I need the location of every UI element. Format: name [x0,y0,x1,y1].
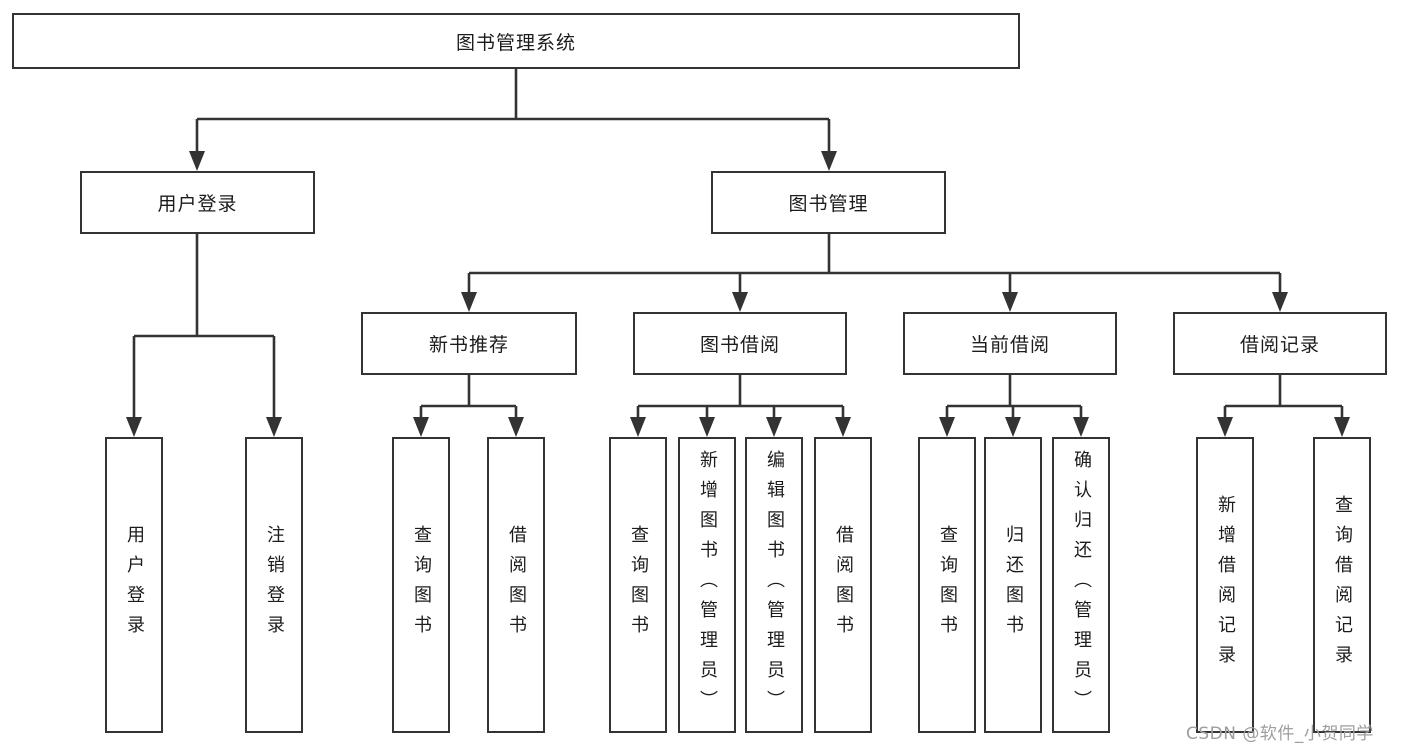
leaf-current-confirm-return-admin: 确认归还（管理员） [1052,437,1110,733]
arrow-down-icon [835,417,851,437]
connector-root-to-level2 [195,69,831,153]
leaf-current-confirm-return-admin-label: 确认归还（管理员） [1071,450,1092,720]
arrowheads [126,151,1350,437]
node-new-book-recommend-label: 新书推荐 [428,334,509,356]
leaf-record-query-borrow-record: 查询借阅记录 [1313,437,1371,733]
leaf-newbook-query-books: 查询图书 [392,437,450,733]
arrow-down-icon [821,151,837,171]
leaf-newbook-query-books-label: 查询图书 [411,525,432,645]
arrow-down-icon [630,417,646,437]
arrow-down-icon [1217,417,1233,437]
node-book-borrow: 图书借阅 [633,312,847,375]
leaf-current-query-books: 查询图书 [918,437,976,733]
connector-currentborrow-to-leaves [945,375,1083,419]
node-new-book-recommend: 新书推荐 [361,312,577,375]
node-current-borrow-label: 当前借阅 [969,334,1050,356]
csdn-watermark: CSDN @软件_小贺同学 [1186,724,1374,744]
leaf-borrow-query-books-label: 查询图书 [628,525,649,645]
connector-newbook-to-leaves [419,375,518,419]
arrow-down-icon [461,292,477,312]
node-current-borrow: 当前借阅 [903,312,1117,375]
connector-userlogin-to-leaves [132,234,276,419]
arrow-down-icon [508,417,524,437]
arrow-down-icon [413,417,429,437]
arrow-down-icon [126,417,142,437]
arrow-down-icon [266,417,282,437]
node-user-login: 用户登录 [80,171,315,234]
connector-bookborrow-to-leaves [636,375,845,419]
arrow-down-icon [1005,417,1021,437]
arrow-down-icon [1334,417,1350,437]
connector-bookmgmt-to-level3 [467,234,1282,294]
leaf-logout-label: 注销登录 [264,525,285,645]
leaf-record-add-borrow-record-label: 新增借阅记录 [1215,495,1236,675]
leaf-user-login-label: 用户登录 [124,525,145,645]
node-borrow-record: 借阅记录 [1173,312,1387,375]
arrow-down-icon [1002,292,1018,312]
leaf-user-login: 用户登录 [105,437,163,733]
leaf-borrow-borrow-books-label: 借阅图书 [833,525,854,645]
node-user-login-label: 用户登录 [157,193,238,215]
node-root: 图书管理系统 [12,13,1020,69]
leaf-record-add-borrow-record: 新增借阅记录 [1196,437,1254,733]
leaf-record-query-borrow-record-label: 查询借阅记录 [1332,495,1353,675]
node-book-borrow-label: 图书借阅 [699,334,780,356]
leaf-newbook-borrow-books: 借阅图书 [487,437,545,733]
leaf-borrow-add-books-admin-label: 新增图书（管理员） [697,450,718,720]
leaf-borrow-add-books-admin: 新增图书（管理员） [678,437,736,733]
node-book-management: 图书管理 [711,171,946,234]
leaf-borrow-edit-books-admin: 编辑图书（管理员） [745,437,803,733]
leaf-current-return-books: 归还图书 [984,437,1042,733]
leaf-borrow-borrow-books: 借阅图书 [814,437,872,733]
leaf-borrow-edit-books-admin-label: 编辑图书（管理员） [764,450,785,720]
leaf-borrow-query-books: 查询图书 [609,437,667,733]
arrow-down-icon [1272,292,1288,312]
arrow-down-icon [939,417,955,437]
leaf-current-return-books-label: 归还图书 [1003,525,1024,645]
leaf-logout: 注销登录 [245,437,303,733]
node-borrow-record-label: 借阅记录 [1239,334,1320,356]
leaf-current-query-books-label: 查询图书 [937,525,958,645]
arrow-down-icon [732,292,748,312]
arrow-down-icon [189,151,205,171]
arrow-down-icon [1073,417,1089,437]
arrow-down-icon [699,417,715,437]
leaf-newbook-borrow-books-label: 借阅图书 [506,525,527,645]
node-root-label: 图书管理系统 [455,31,576,54]
arrow-down-icon [766,417,782,437]
connector-borrowrecord-to-leaves [1223,375,1344,419]
node-book-management-label: 图书管理 [788,193,869,215]
